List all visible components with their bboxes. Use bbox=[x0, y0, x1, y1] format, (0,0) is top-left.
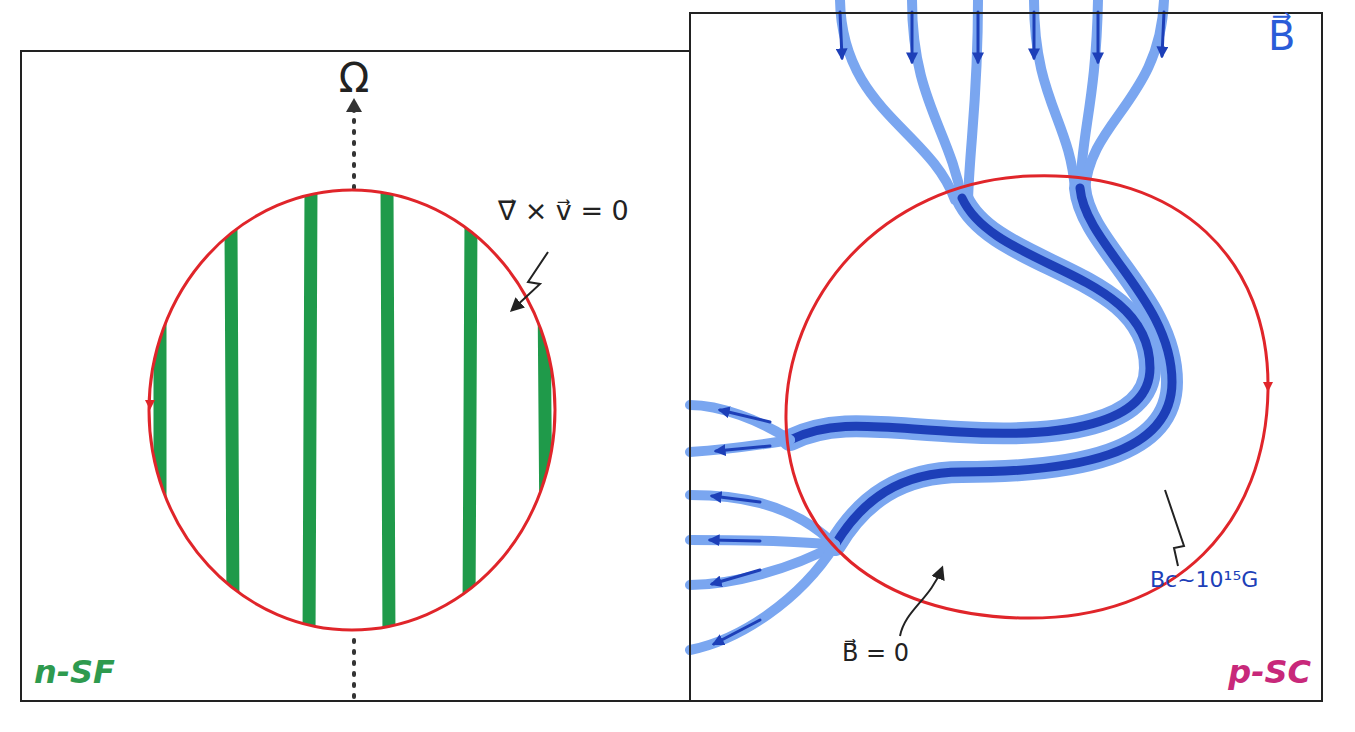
field-label: Bc~10¹⁵G bbox=[1150, 568, 1258, 592]
star-outline bbox=[149, 190, 555, 630]
panel: n-SF bbox=[20, 50, 691, 702]
leader-line bbox=[512, 252, 548, 310]
panel-label: n-SF bbox=[34, 655, 115, 690]
panel-label: p-SC bbox=[1228, 655, 1311, 690]
star-outline bbox=[786, 176, 1268, 618]
leader-line bbox=[900, 568, 942, 636]
rotation-axis bbox=[346, 98, 362, 700]
leader-line bbox=[1165, 490, 1184, 566]
field-label: B⃗ bbox=[1268, 14, 1295, 58]
field-label: B⃗ = 0 bbox=[842, 640, 909, 666]
equation-label: ∇⃗ × v⃗ = 0 bbox=[498, 196, 629, 226]
panel: p-SC bbox=[689, 12, 1323, 702]
axis-label: Ω bbox=[339, 56, 370, 100]
field-lines bbox=[690, 0, 1172, 650]
